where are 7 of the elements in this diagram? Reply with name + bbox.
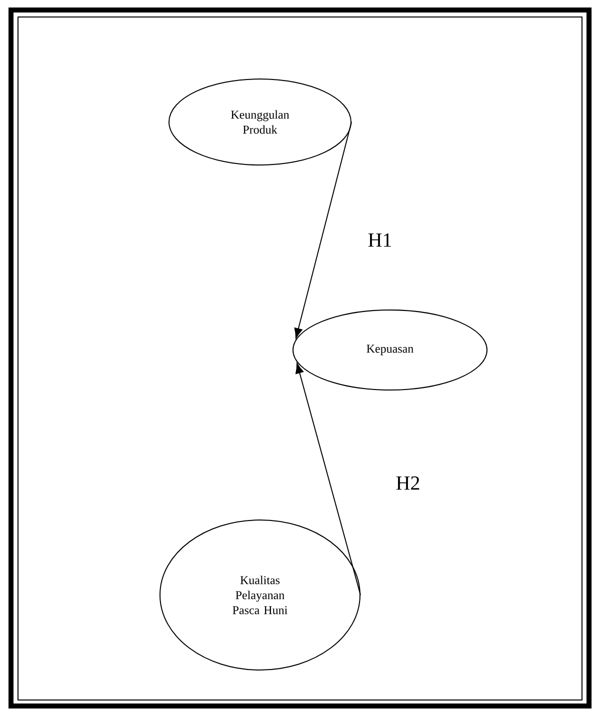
edge-label: H1 [366, 232, 394, 248]
edge-label: H2 [394, 475, 422, 491]
ellipse-node: Keunggulan Produk [168, 78, 352, 166]
ellipse-node: Kualitas Pelayanan Pasca Huni [160, 520, 360, 670]
arrow [294, 122, 352, 339]
ellipse-node: Kepuasan [292, 310, 488, 390]
arrow [296, 362, 361, 596]
